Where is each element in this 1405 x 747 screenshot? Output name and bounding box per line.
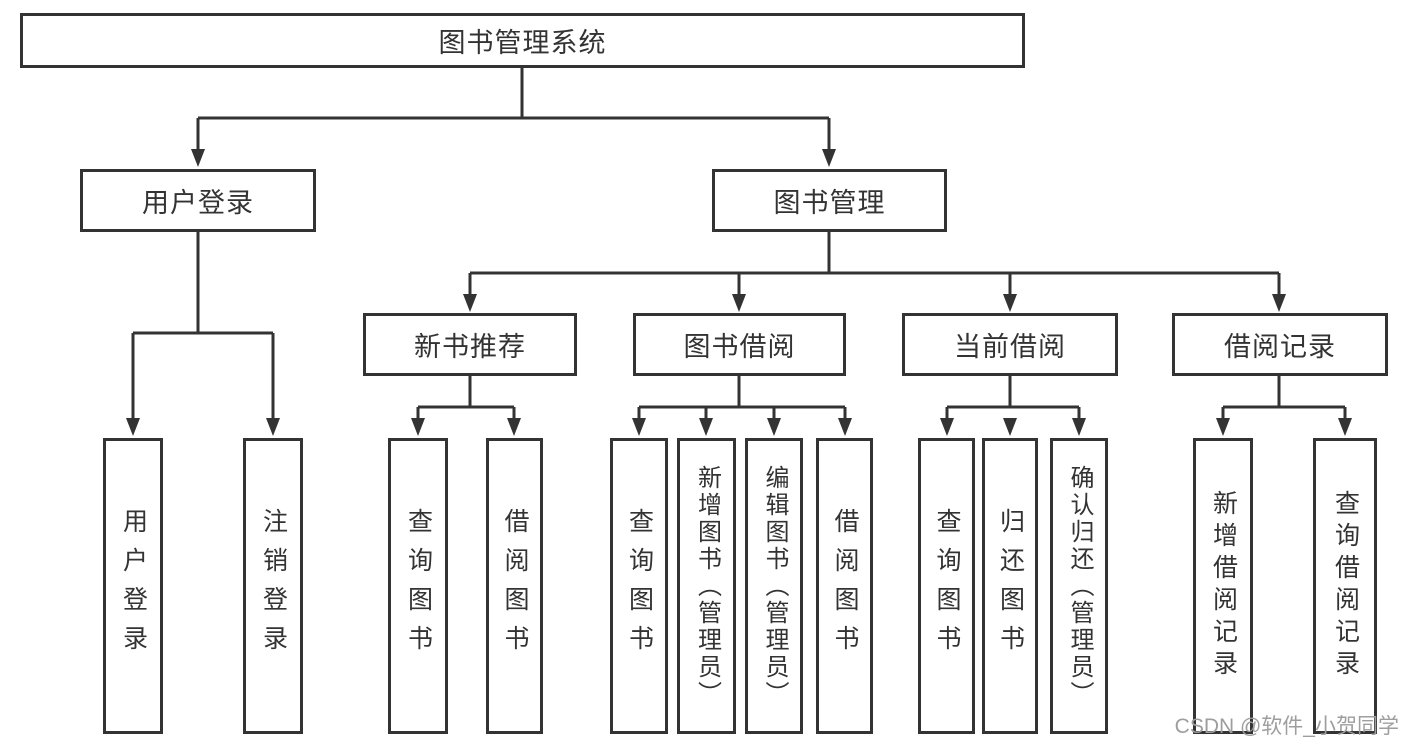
leaf-query-books-recommend: 查询图书 [388,438,448,734]
leaf-return-books: 归还图书 [982,438,1038,734]
leaf-query-books-borrowing: 查询图书 [610,438,668,734]
leaf-add-book-admin: 新增图书（管理员） [677,438,736,734]
csdn-watermark: CSDN @软件_小贺同学 [1174,715,1399,738]
node-borrowing-records: 借阅记录 [1172,313,1388,376]
leaf-user-login: 用户登录 [103,438,163,734]
node-current-borrowing: 当前借阅 [902,313,1118,376]
leaf-borrow-books-borrowing: 借阅图书 [816,438,873,734]
node-library-system: 图书管理系统 [20,13,1025,68]
leaf-query-books-current: 查询图书 [918,438,975,734]
node-book-borrowing: 图书借阅 [633,313,846,376]
node-user-login: 用户登录 [80,169,316,232]
node-book-management: 图书管理 [712,169,947,232]
leaf-edit-book-admin: 编辑图书（管理员） [745,438,803,734]
leaf-logout: 注销登录 [243,438,303,734]
leaf-add-borrow-record: 新增借阅记录 [1193,438,1253,734]
leaf-borrow-books-recommend: 借阅图书 [486,438,543,734]
leaf-query-borrow-record: 查询借阅记录 [1313,438,1377,734]
leaf-confirm-return-admin: 确认归还（管理员） [1050,438,1108,734]
node-new-book-recommend: 新书推荐 [363,313,577,376]
